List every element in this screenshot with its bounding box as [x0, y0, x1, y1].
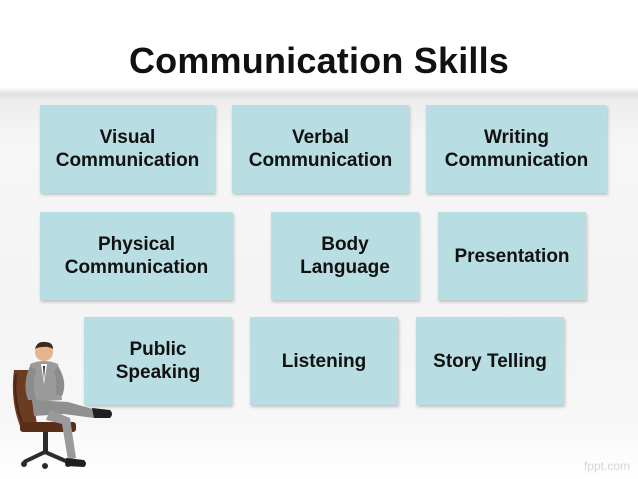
businessman-in-chair-icon	[12, 341, 112, 469]
background-band	[0, 88, 638, 100]
skill-box-physical-communication: Physical Communication	[40, 212, 233, 300]
skill-box-listening: Listening	[250, 317, 398, 405]
skill-box-body-language: Body Language	[271, 212, 419, 300]
skill-box-story-telling: Story Telling	[416, 317, 564, 405]
skill-box-presentation: Presentation	[438, 212, 586, 300]
slide-title: Communication Skills	[128, 40, 510, 81]
skill-box-writing-communication: Writing Communication	[426, 105, 607, 193]
skill-box-visual-communication: Visual Communication	[40, 105, 215, 193]
fppt-logo: fppt.com	[583, 459, 630, 473]
skill-box-verbal-communication: Verbal Communication	[232, 105, 409, 193]
skill-box-public-speaking: Public Speaking	[84, 317, 232, 405]
